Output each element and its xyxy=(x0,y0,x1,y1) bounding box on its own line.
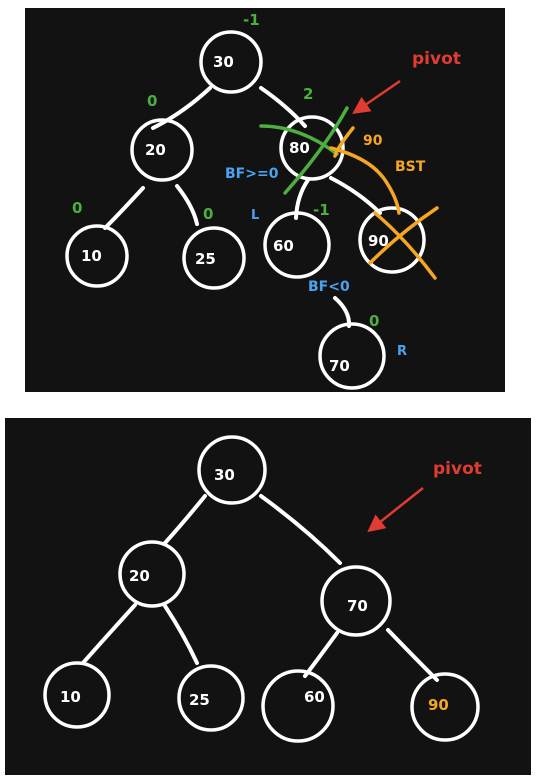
bottom-tree-svg: 30 20 70 10 25 60 90 pivot xyxy=(43,435,482,743)
top-bf-ge-label: BF>=0 xyxy=(225,166,279,182)
edge-20-25 xyxy=(175,184,199,226)
bottom-node-20-value: 20 xyxy=(129,567,150,585)
bottom-tree-nodes xyxy=(43,435,480,743)
top-bf-80: 2 xyxy=(303,85,313,103)
edge-30-20 xyxy=(163,494,207,545)
top-node-90-value: 90 xyxy=(368,232,389,250)
top-right-label: R xyxy=(397,344,407,359)
top-node-60-value: 60 xyxy=(273,237,294,255)
bottom-node-90-value: 90 xyxy=(428,696,449,714)
edge-20-10 xyxy=(103,186,145,230)
bottom-node-60 xyxy=(261,669,335,743)
edge-20-25 xyxy=(163,604,199,665)
top-node-80 xyxy=(279,115,345,181)
top-node-70-value: 70 xyxy=(329,357,350,375)
top-diagram-panel: 30 20 80 10 25 60 90 70 -1 0 2 0 0 -1 0 xyxy=(25,8,505,392)
bottom-node-25 xyxy=(177,664,245,732)
edge-30-70 xyxy=(259,494,342,565)
top-bst-value: 90 xyxy=(363,133,383,149)
top-node-25 xyxy=(182,226,246,290)
top-node-25-value: 25 xyxy=(195,250,216,268)
bottom-node-10-value: 10 xyxy=(60,688,81,706)
top-node-20 xyxy=(130,118,194,182)
top-node-70 xyxy=(318,322,386,390)
top-node-80-value: 80 xyxy=(289,139,310,157)
bottom-node-30 xyxy=(197,435,267,505)
bottom-node-30-value: 30 xyxy=(214,466,235,484)
edge-20-10 xyxy=(81,603,137,665)
top-node-90 xyxy=(358,206,426,274)
top-node-30-value: 30 xyxy=(213,53,234,71)
bottom-node-60-value: 60 xyxy=(304,688,325,706)
bottom-node-70 xyxy=(320,565,392,637)
edge-70-90 xyxy=(386,628,439,682)
bottom-node-10 xyxy=(43,661,111,729)
top-bf-10: 0 xyxy=(72,199,82,217)
top-tree-nodes xyxy=(65,30,426,390)
top-tree-svg: 30 20 80 10 25 60 90 70 -1 0 2 0 0 -1 0 xyxy=(65,11,461,390)
bottom-tree-edges xyxy=(81,494,439,682)
bottom-node-70-value: 70 xyxy=(347,597,368,615)
edge-80-90 xyxy=(329,176,382,215)
bottom-node-20 xyxy=(118,540,186,608)
top-node-20-value: 20 xyxy=(145,141,166,159)
top-bst-label: BST xyxy=(395,159,426,175)
top-bf-30: -1 xyxy=(243,11,260,29)
bottom-pivot-arrow xyxy=(367,487,424,533)
orange-rotation-marks xyxy=(329,126,439,280)
bottom-node-90 xyxy=(410,672,480,742)
edge-30-20 xyxy=(151,86,212,130)
top-left-label: L xyxy=(251,208,259,223)
top-node-10 xyxy=(65,224,129,288)
top-tree-edges xyxy=(103,86,382,328)
top-node-30 xyxy=(199,30,263,94)
top-node-60 xyxy=(263,211,331,279)
bottom-pivot-label: pivot xyxy=(433,459,482,479)
edge-60-70 xyxy=(333,296,352,328)
top-bf-lt-label: BF<0 xyxy=(308,279,350,295)
bottom-diagram-panel: 30 20 70 10 25 60 90 pivot xyxy=(5,418,531,775)
top-bf-20: 0 xyxy=(147,92,157,110)
top-pivot-arrow xyxy=(352,79,401,114)
top-bf-25: 0 xyxy=(203,205,213,223)
top-pivot-label: pivot xyxy=(412,49,461,69)
top-node-10-value: 10 xyxy=(81,247,102,265)
top-bf-70: 0 xyxy=(369,312,379,330)
edge-30-80 xyxy=(259,86,307,128)
edge-70-60 xyxy=(303,631,339,678)
bottom-node-25-value: 25 xyxy=(189,691,210,709)
top-bf-60: -1 xyxy=(313,201,330,219)
